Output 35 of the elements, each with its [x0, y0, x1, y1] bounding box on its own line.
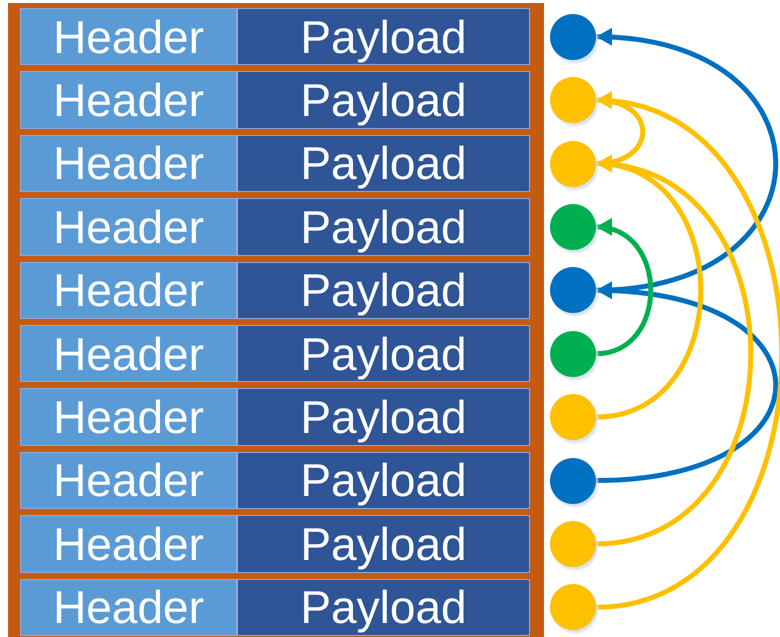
- circle-marker: [550, 14, 596, 60]
- circle-marker: [550, 140, 596, 186]
- circle-marker: [550, 458, 596, 504]
- payload-field: Payload: [237, 198, 530, 256]
- circle-marker: [550, 267, 596, 314]
- circle-marker: [550, 584, 596, 630]
- payload-field: Payload: [237, 8, 530, 66]
- circle-marker: [550, 204, 596, 250]
- header-field: Header: [20, 262, 237, 319]
- payload-field: Payload: [237, 262, 530, 319]
- payload-field: Payload: [237, 134, 530, 192]
- header-field: Header: [20, 8, 237, 66]
- payload-field: Payload: [237, 515, 530, 573]
- arrow: [596, 94, 780, 610]
- arrow: [596, 220, 654, 356]
- arrow: [596, 157, 753, 546]
- payload-field: Payload: [237, 388, 530, 446]
- circle-marker: [550, 330, 596, 377]
- header-field: Header: [20, 578, 237, 636]
- payload-field: Payload: [237, 71, 530, 129]
- payload-field: Payload: [237, 452, 530, 510]
- header-field: Header: [20, 134, 237, 192]
- payload-field: Payload: [237, 325, 530, 382]
- header-field: Header: [20, 388, 237, 446]
- payload-field: Payload: [237, 578, 530, 636]
- arrow: [596, 29, 778, 293]
- header-field: Header: [20, 198, 237, 256]
- circle-marker: [550, 394, 596, 440]
- circle-marker: [550, 77, 596, 124]
- header-field: Header: [20, 515, 237, 573]
- header-field: Header: [20, 71, 237, 129]
- header-field: Header: [20, 452, 237, 510]
- header-field: Header: [20, 325, 237, 382]
- arrow: [596, 282, 778, 483]
- circle-marker: [550, 520, 596, 567]
